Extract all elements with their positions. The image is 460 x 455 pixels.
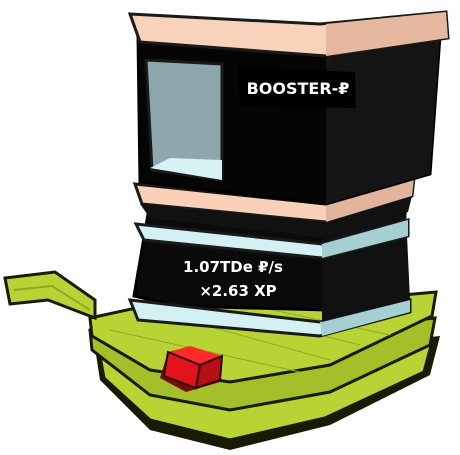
glass-window <box>144 58 224 182</box>
rate-text: 1.07TDe ₽/s <box>183 258 283 276</box>
xp-multiplier-text: ×2.63 XP <box>199 282 276 300</box>
machine-lower-body <box>127 212 412 338</box>
stats-panel: 1.07TDe ₽/s ×2.63 XP <box>183 258 283 300</box>
booster-sign-label: BOOSTER-₽ <box>247 79 350 98</box>
booster-sign: BOOSTER-₽ <box>238 68 356 108</box>
roof <box>127 10 450 58</box>
red-activation-pad[interactable] <box>160 346 224 392</box>
